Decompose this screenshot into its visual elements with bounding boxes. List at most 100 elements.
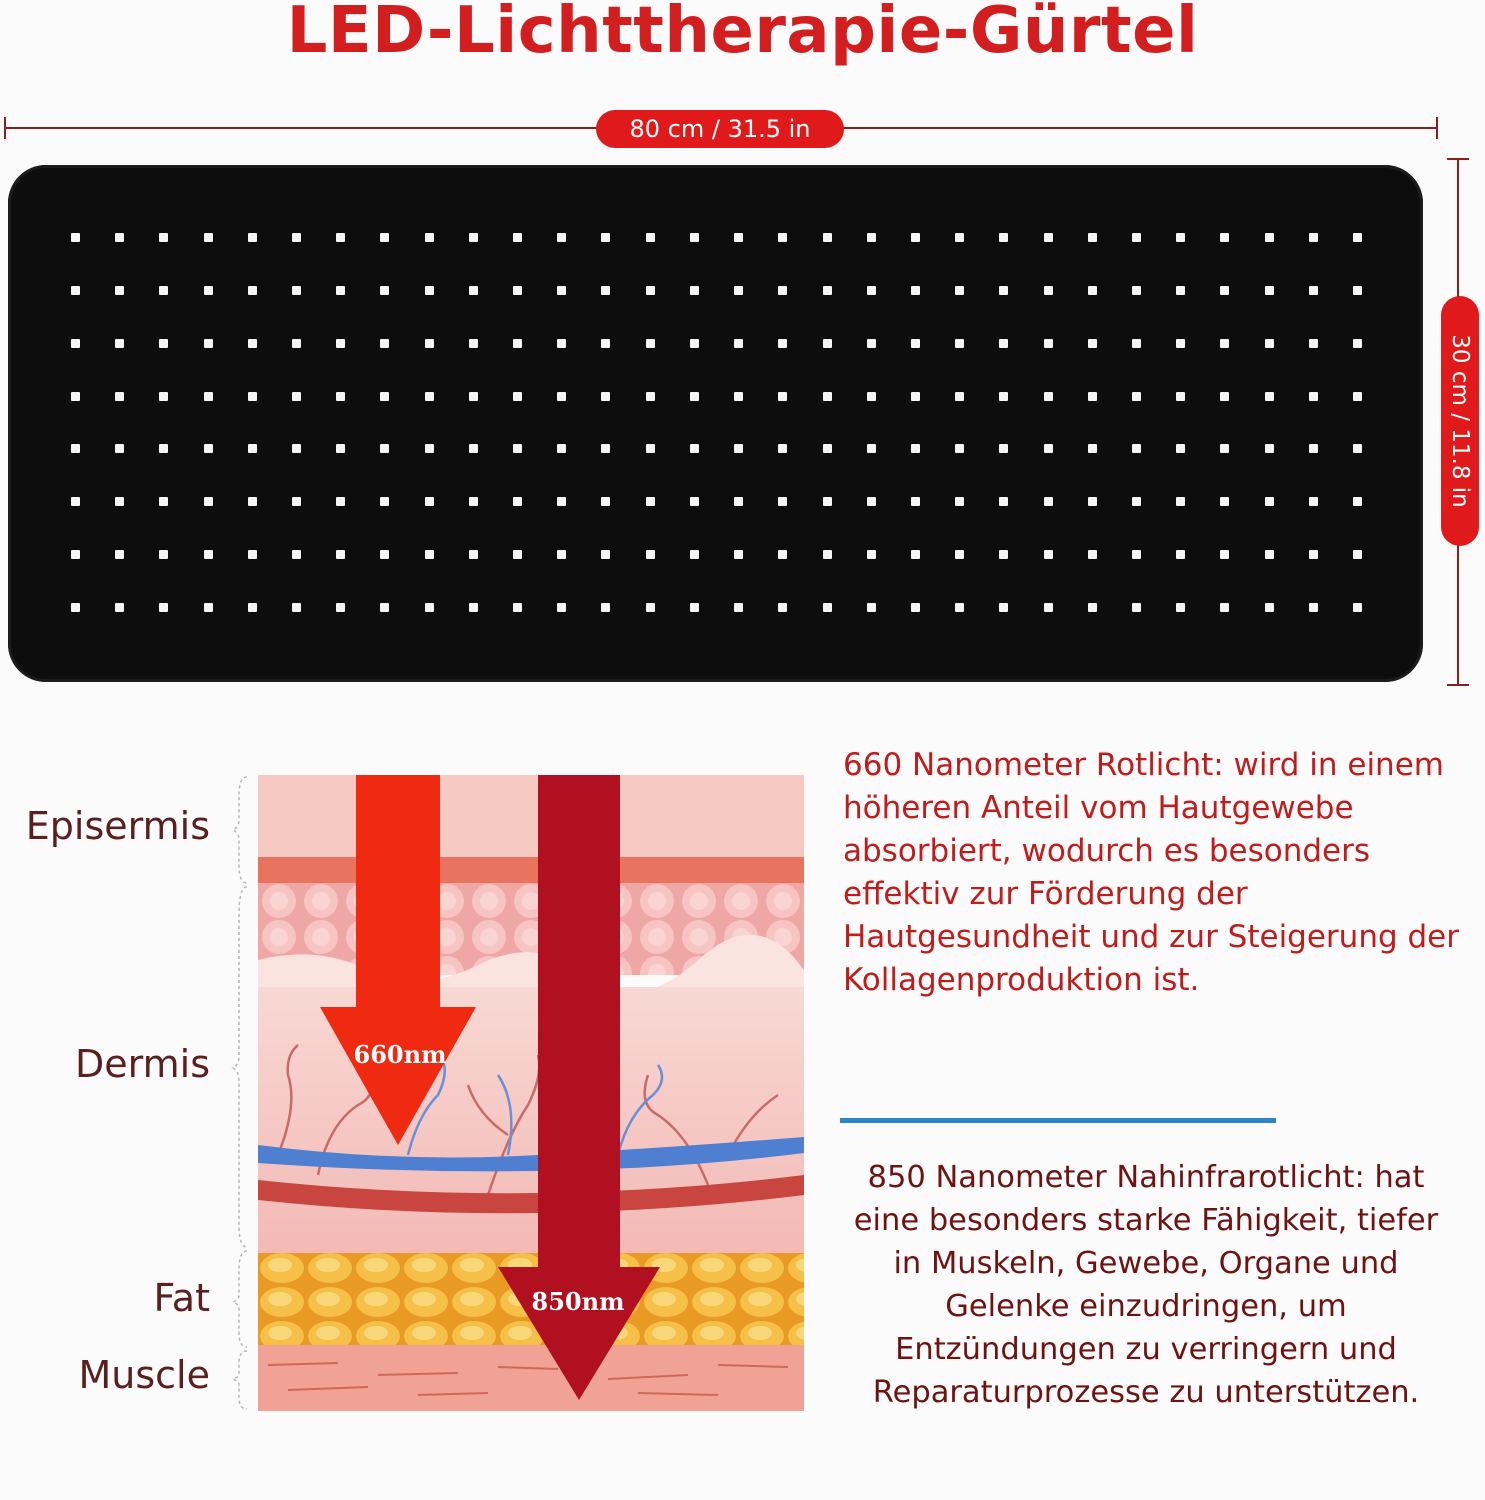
led-dot — [1176, 285, 1186, 295]
led-dot — [822, 338, 832, 348]
height-dimension-badge: 30 cm / 11.8 in — [1441, 296, 1479, 546]
led-dot — [866, 391, 876, 401]
led-dot — [778, 550, 788, 560]
led-dot — [601, 497, 611, 507]
led-dot — [734, 550, 744, 560]
led-dot — [734, 497, 744, 507]
led-dot — [424, 444, 434, 454]
led-dot — [336, 285, 346, 295]
led-dot — [115, 444, 125, 454]
led-dot — [336, 391, 346, 401]
led-dot — [734, 285, 744, 295]
arrow-label-850: 850nm — [531, 1287, 625, 1316]
led-dot — [1220, 391, 1230, 401]
red-light-description: 660 Nanometer Rotlicht: wird in einem hö… — [843, 747, 1460, 998]
led-dot — [247, 603, 257, 612]
led-dot — [1131, 497, 1141, 507]
led-dot — [380, 497, 390, 507]
led-dot — [1353, 391, 1362, 401]
led-dot — [601, 550, 611, 560]
led-dot — [778, 285, 788, 295]
led-dot — [203, 338, 213, 348]
led-dot — [1043, 391, 1053, 401]
led-dot — [1220, 338, 1230, 348]
led-dot — [159, 497, 169, 507]
led-dot — [1353, 285, 1362, 295]
led-dot — [1131, 338, 1141, 348]
led-dot — [910, 285, 920, 295]
height-dimension-tick-bottom — [1447, 684, 1469, 686]
led-dot — [424, 233, 434, 242]
led-dot — [1353, 603, 1362, 612]
led-dot — [645, 338, 655, 348]
led-dot — [71, 603, 80, 612]
led-dot — [1220, 497, 1230, 507]
led-dot — [1353, 233, 1362, 242]
led-dot — [601, 285, 611, 295]
led-dot — [601, 233, 611, 242]
led-dot — [1176, 603, 1186, 612]
led-dot — [380, 550, 390, 560]
led-dot — [778, 338, 788, 348]
led-dot — [71, 233, 80, 242]
led-dot — [1043, 497, 1053, 507]
led-dot — [1220, 550, 1230, 560]
led-dot — [1043, 285, 1053, 295]
led-dot — [999, 550, 1009, 560]
led-dot — [115, 391, 125, 401]
led-dot — [292, 338, 302, 348]
led-dot — [71, 444, 80, 454]
led-dot — [557, 233, 567, 242]
led-dot — [159, 285, 169, 295]
led-dot — [1043, 603, 1053, 612]
led-dot — [955, 391, 965, 401]
led-dot — [866, 233, 876, 242]
led-dot — [822, 285, 832, 295]
led-dot — [734, 233, 744, 242]
separator-line — [840, 1118, 1276, 1123]
led-dot — [424, 285, 434, 295]
led-dot — [247, 338, 257, 348]
led-dot — [1043, 444, 1053, 454]
led-dot — [822, 497, 832, 507]
led-dot — [557, 285, 567, 295]
led-dot — [689, 550, 699, 560]
led-dot — [380, 391, 390, 401]
led-dot — [292, 550, 302, 560]
led-dot — [159, 338, 169, 348]
led-dot — [115, 338, 125, 348]
led-dot — [557, 550, 567, 560]
led-dot — [115, 233, 125, 242]
led-dot — [1264, 444, 1274, 454]
led-dot — [424, 550, 434, 560]
led-dot — [247, 285, 257, 295]
led-dot — [468, 603, 478, 612]
led-dot — [380, 285, 390, 295]
led-dot — [1131, 391, 1141, 401]
width-dimension-tick-left — [4, 117, 6, 139]
led-dot — [1308, 497, 1318, 507]
led-dot — [292, 285, 302, 295]
led-dot — [1087, 497, 1097, 507]
led-dot — [822, 391, 832, 401]
height-dimension-label: 30 cm / 11.8 in — [1447, 334, 1473, 508]
led-dot — [1087, 338, 1097, 348]
led-dot — [734, 603, 744, 612]
led-dot — [336, 550, 346, 560]
led-dot — [513, 233, 523, 242]
led-dot — [910, 550, 920, 560]
led-dot — [1264, 391, 1274, 401]
layer-label-muscle: Muscle — [78, 1353, 211, 1397]
layer-label-dermis: Dermis — [75, 1042, 210, 1086]
led-dot — [203, 391, 213, 401]
led-dot — [955, 603, 965, 612]
led-dot — [292, 233, 302, 242]
led-dot — [468, 391, 478, 401]
led-dot — [1353, 497, 1362, 507]
led-dot — [689, 233, 699, 242]
led-dot — [1087, 603, 1097, 612]
led-dot — [424, 391, 434, 401]
led-dot — [999, 285, 1009, 295]
led-dot — [778, 603, 788, 612]
led-dot — [689, 338, 699, 348]
